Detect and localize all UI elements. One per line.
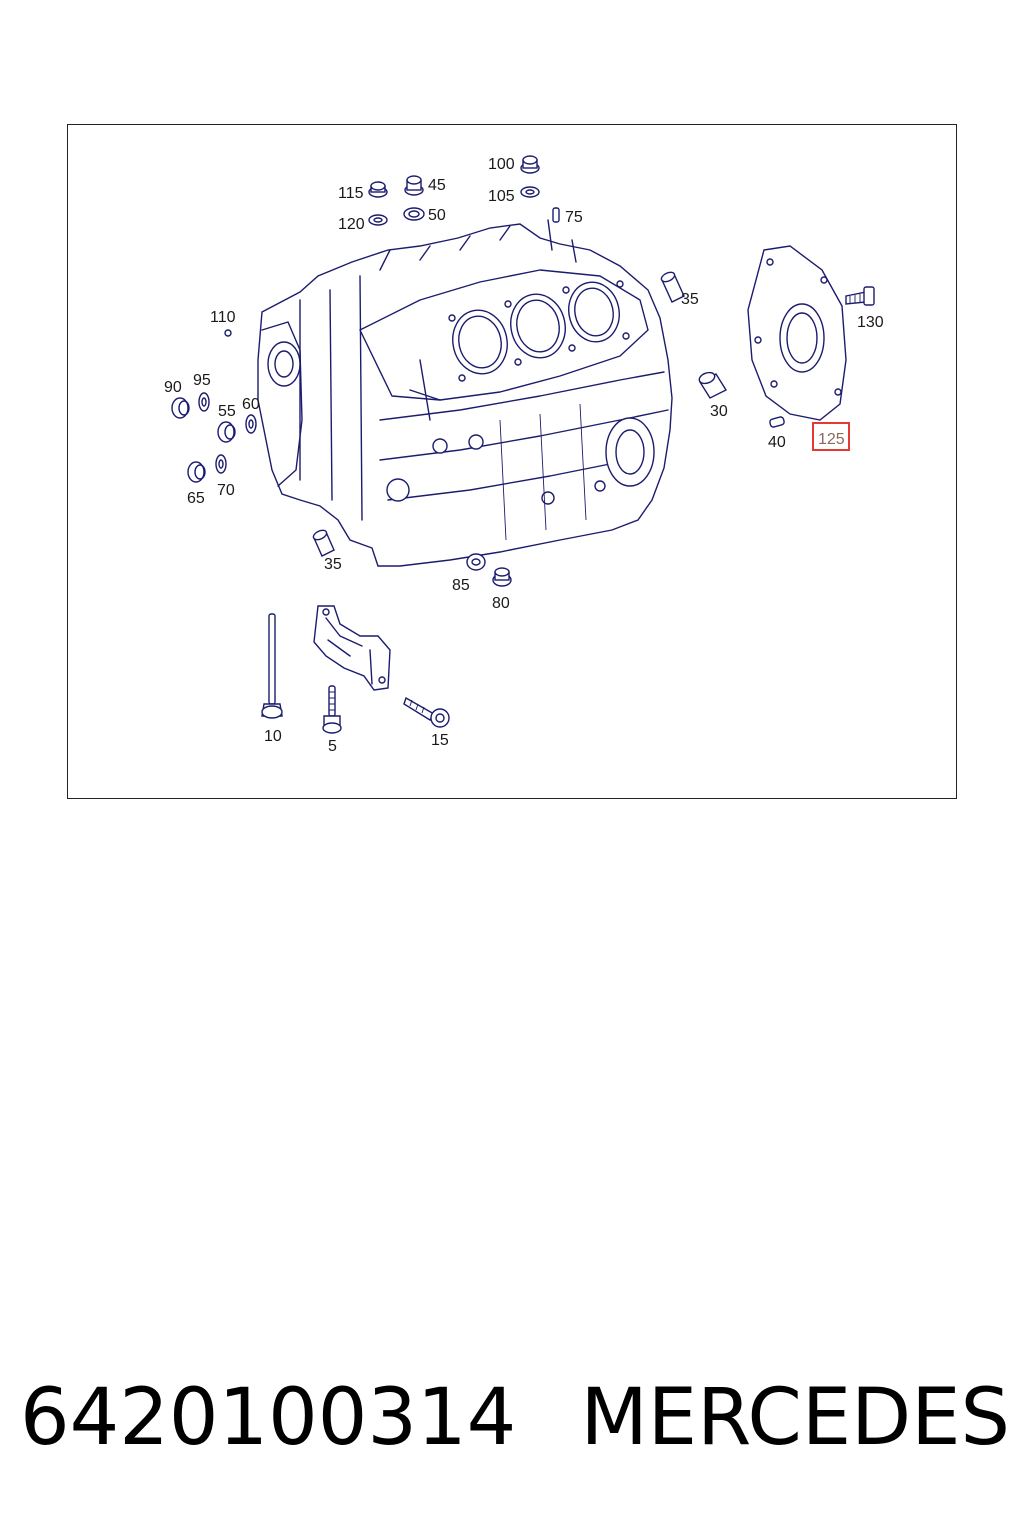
label-40[interactable]: 40 xyxy=(768,434,786,451)
label-125[interactable]: 125 xyxy=(818,431,845,448)
plug-115-icon xyxy=(368,181,388,198)
plug-100-icon xyxy=(520,155,540,174)
washer-60-icon xyxy=(245,414,257,434)
pin-110-icon xyxy=(224,329,232,337)
washer-50-icon xyxy=(403,207,425,221)
label-75[interactable]: 75 xyxy=(565,209,583,226)
bracket-icon xyxy=(313,605,391,691)
brand-name: MERCEDES xyxy=(580,1373,1011,1463)
plug-80-icon xyxy=(492,567,512,587)
label-35-upper[interactable]: 35 xyxy=(681,291,699,308)
label-100[interactable]: 100 xyxy=(488,156,515,173)
bolt-10-icon xyxy=(261,613,283,719)
washer-70-icon xyxy=(215,454,227,474)
label-80[interactable]: 80 xyxy=(492,595,510,612)
plug-65-icon xyxy=(187,461,206,483)
rear-seal-cover-icon xyxy=(747,245,847,421)
plug-55-icon xyxy=(217,421,236,443)
label-85[interactable]: 85 xyxy=(452,577,470,594)
label-90[interactable]: 90 xyxy=(164,379,182,396)
label-65[interactable]: 65 xyxy=(187,490,205,507)
label-30[interactable]: 30 xyxy=(710,403,728,420)
washer-85-icon xyxy=(466,553,486,571)
label-130[interactable]: 130 xyxy=(857,314,884,331)
label-45[interactable]: 45 xyxy=(428,177,446,194)
label-120[interactable]: 120 xyxy=(338,216,365,233)
part-labels: 100 115 45 105 120 50 75 35 130 110 90 9… xyxy=(164,156,884,755)
label-35-lower[interactable]: 35 xyxy=(324,556,342,573)
engine-block xyxy=(257,219,673,567)
label-55[interactable]: 55 xyxy=(218,403,236,420)
highlight-box-125[interactable] xyxy=(812,422,850,451)
label-115[interactable]: 115 xyxy=(338,185,364,202)
plug-45-icon xyxy=(404,175,424,196)
label-60[interactable]: 60 xyxy=(242,396,260,413)
dowel-35-upper-icon xyxy=(660,271,685,303)
washer-105-icon xyxy=(520,186,540,198)
dowel-35-lower-icon xyxy=(312,529,335,557)
washer-120-icon xyxy=(368,214,388,226)
label-95[interactable]: 95 xyxy=(193,372,211,389)
pin-40-icon xyxy=(769,416,785,428)
plug-90-icon xyxy=(171,397,190,419)
part-illustrations xyxy=(171,155,875,734)
part-number: 6420100314 xyxy=(20,1373,517,1463)
pin-75-icon xyxy=(552,207,560,223)
bolt-130-icon xyxy=(845,286,875,306)
bolt-5-icon xyxy=(322,685,342,734)
diagram-frame xyxy=(67,124,957,799)
label-5[interactable]: 5 xyxy=(328,738,337,755)
label-50[interactable]: 50 xyxy=(428,207,446,224)
label-105[interactable]: 105 xyxy=(488,188,515,205)
caption: 6420100314 MERCEDES xyxy=(20,1368,1010,1468)
bush-30-icon xyxy=(698,371,728,399)
washer-95-icon xyxy=(198,392,210,412)
label-70[interactable]: 70 xyxy=(217,482,235,499)
label-110[interactable]: 110 xyxy=(210,309,236,326)
bolt-15-icon xyxy=(403,696,450,728)
label-10[interactable]: 10 xyxy=(264,728,282,745)
label-15[interactable]: 15 xyxy=(431,732,449,749)
